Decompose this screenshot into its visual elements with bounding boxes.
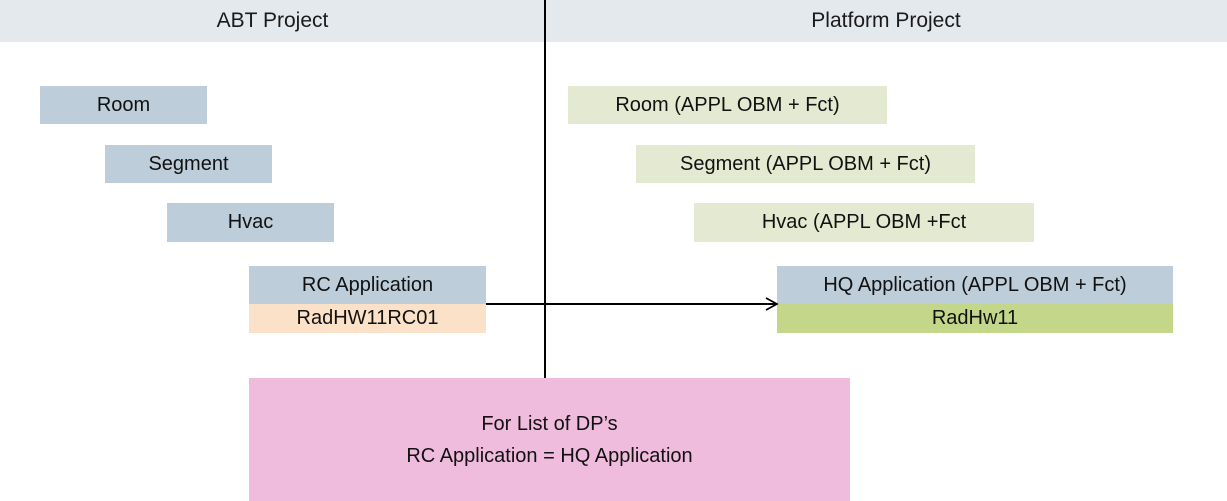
note-line-1: For List of DP’s [481, 412, 618, 435]
note-line-2: RC Application = HQ Application [406, 444, 693, 467]
note-dp-list: For List of DP’s RC Application = HQ App… [249, 378, 850, 501]
node-hq-application-appl-obm-fct[interactable]: HQ Application (APPL OBM + Fct) [777, 266, 1173, 304]
node-radhw11rc01[interactable]: RadHW11RC01 [249, 304, 486, 333]
column-header-abt-project: ABT Project [216, 9, 329, 32]
column-header-bar [0, 0, 1227, 42]
node-room-appl-obm-fct[interactable]: Room (APPL OBM + Fct) [568, 86, 887, 124]
rc-to-hq-arrow-line [486, 303, 777, 305]
column-divider-line [544, 0, 546, 378]
node-hvac[interactable]: Hvac [167, 203, 334, 242]
column-header-platform-project: Platform Project [811, 9, 961, 32]
node-rc-application[interactable]: RC Application [249, 266, 486, 304]
node-segment-appl-obm-fct[interactable]: Segment (APPL OBM + Fct) [636, 145, 975, 183]
node-radhw11[interactable]: RadHw11 [777, 304, 1173, 333]
node-room[interactable]: Room [40, 86, 207, 124]
node-hvac-appl-obm-fct[interactable]: Hvac (APPL OBM +Fct [694, 203, 1034, 242]
node-segment[interactable]: Segment [105, 145, 272, 183]
